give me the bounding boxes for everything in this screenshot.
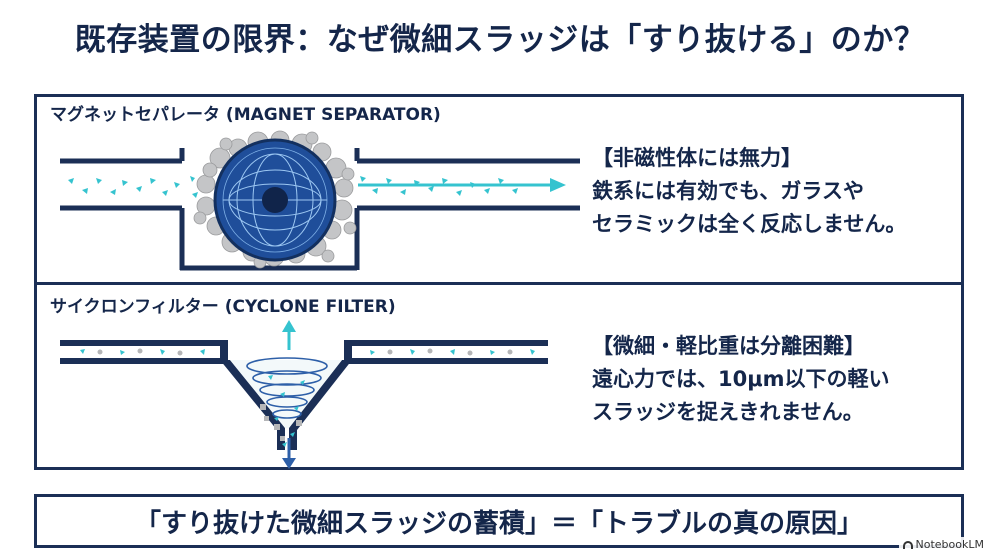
magnet-outlet-pipe — [354, 148, 580, 270]
page-title: 既存装置の限界：なぜ微細スラッジは「すり抜ける」のか？ — [74, 22, 926, 58]
section-divider — [34, 282, 964, 285]
cyclone-swirl — [246, 357, 328, 419]
magnet-drum — [213, 138, 337, 262]
cyclone-light-particles — [80, 349, 535, 447]
conclusion-box: 「すり抜けた微細スラッジの蓄積」＝「トラブルの真の原因」 — [34, 494, 964, 548]
badge-text: NotebookLM — [915, 538, 984, 551]
magnet-section-label: マグネットセパレータ (MAGNET SEPARATOR) — [50, 105, 441, 125]
magnet-line-2: セラミックは全く反応しません。 — [592, 212, 907, 236]
magnet-inlet-pipe — [60, 148, 185, 270]
cyclone-overflow-arrow — [282, 320, 296, 350]
cyclone-underflow-arrow — [282, 438, 296, 469]
cyclone-section-label: サイクロンフィルター (CYCLONE FILTER) — [50, 297, 396, 317]
cyclone-line-1: 遠心力では、10μm以下の軽い — [592, 367, 890, 391]
cyclone-heading: 【微細・軽比重は分離困難】 — [592, 334, 865, 358]
cyclone-filter-diagram — [60, 320, 548, 469]
cyclone-cone — [220, 340, 352, 450]
notebooklm-badge: NotebookLM — [898, 537, 988, 552]
magnet-line-1: 鉄系には有効でも、ガラスや — [592, 179, 864, 203]
cyclone-line-2: スラッジを捉えきれません。 — [592, 400, 864, 424]
conclusion-text: 「すり抜けた微細スラッジの蓄積」＝「トラブルの真の原因」 — [134, 508, 863, 539]
magnet-heading: 【非磁性体には無力】 — [592, 146, 802, 170]
cyclone-pipes — [60, 340, 548, 364]
notebooklm-logo-icon — [902, 540, 913, 549]
magnet-separator-diagram — [60, 130, 580, 271]
magnet-description: 【非磁性体には無力】 鉄系には有効でも、ガラスや セラミックは全く反応しません。 — [592, 142, 952, 241]
cyclone-heavy-particles — [97, 348, 513, 441]
cyclone-description: 【微細・軽比重は分離困難】 遠心力では、10μm以下の軽い スラッジを捉えきれま… — [592, 330, 952, 429]
magnet-flow-arrow — [358, 178, 566, 192]
